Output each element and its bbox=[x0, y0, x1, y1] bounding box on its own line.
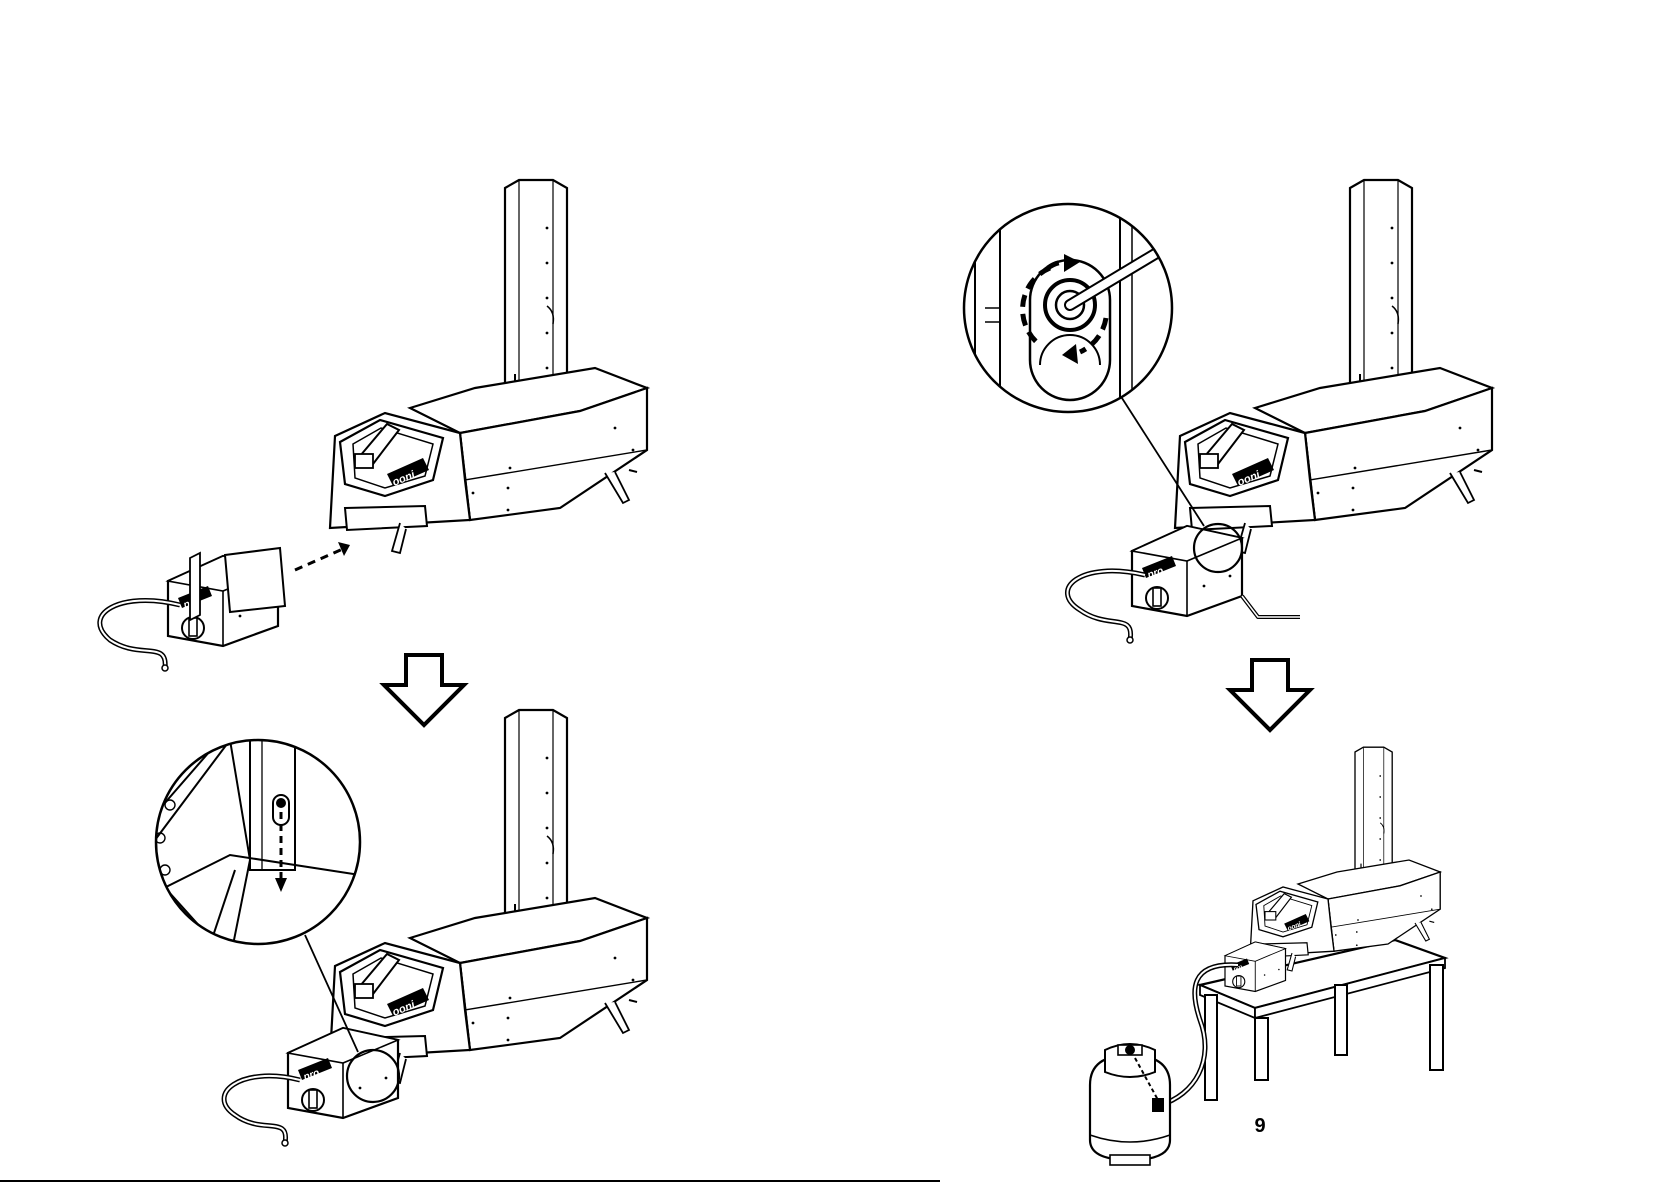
allen-key-icon bbox=[1242, 596, 1300, 617]
step-arrow-1 bbox=[384, 655, 464, 725]
oven-icon bbox=[1175, 180, 1492, 553]
step-connect-gas bbox=[1090, 747, 1445, 1165]
step-slide-burner-in bbox=[100, 180, 647, 671]
oven-icon bbox=[1250, 747, 1440, 971]
oven-icon bbox=[330, 710, 647, 1083]
step-arrow-2 bbox=[1230, 660, 1310, 730]
page-divider bbox=[0, 1180, 940, 1182]
zoom-detail-icon bbox=[964, 200, 1172, 420]
oven-icon bbox=[330, 180, 647, 553]
step-lock-burner bbox=[140, 705, 647, 1146]
gas-burner-icon bbox=[224, 1028, 398, 1146]
gas-burner-icon bbox=[1067, 526, 1242, 643]
zoom-detail-icon bbox=[140, 705, 360, 960]
insert-arrow-icon bbox=[295, 542, 350, 570]
keyhole-slot-icon bbox=[273, 795, 289, 825]
keyhole-slot-icon bbox=[1030, 260, 1110, 400]
gas-cylinder-icon bbox=[1090, 1044, 1170, 1165]
page-number: 9 bbox=[1245, 1115, 1275, 1138]
gas-burner-icon bbox=[100, 548, 285, 671]
step-rotate-key bbox=[964, 180, 1492, 643]
